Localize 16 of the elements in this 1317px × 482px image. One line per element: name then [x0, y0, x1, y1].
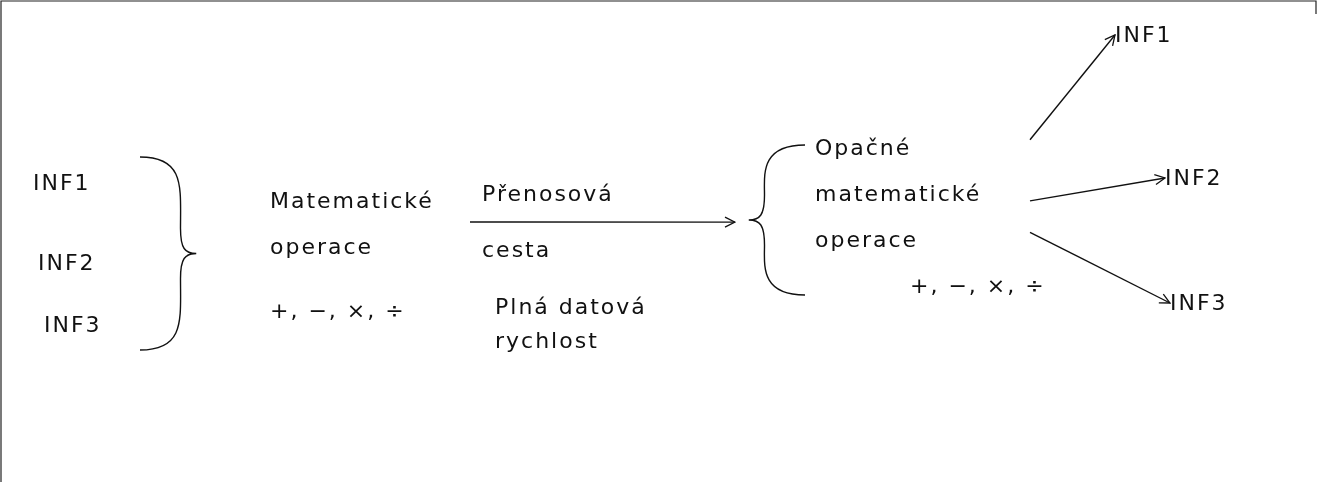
edge-label: Přenosová cesta — [482, 179, 615, 264]
text-label: Matematické operace — [270, 187, 435, 261]
arrow — [469, 216, 736, 228]
arrow — [1029, 34, 1116, 141]
text-label: INF1 — [33, 160, 103, 206]
text-label: INF3 — [1170, 280, 1240, 326]
arrow — [1029, 231, 1171, 304]
text-label: INF2 — [1165, 155, 1235, 201]
text-label: Opačné matematické operace — [815, 134, 983, 254]
operation-symbols: +, −, ×, ÷ — [270, 297, 407, 325]
note-text: Plná datová rychlost — [495, 293, 648, 355]
arrow — [1029, 174, 1166, 202]
text-label: INF1 — [1115, 12, 1185, 58]
operation-symbols: +, −, ×, ÷ — [910, 272, 1047, 300]
text-label: INF3 — [44, 302, 114, 348]
text-label: INF2 — [38, 240, 108, 286]
